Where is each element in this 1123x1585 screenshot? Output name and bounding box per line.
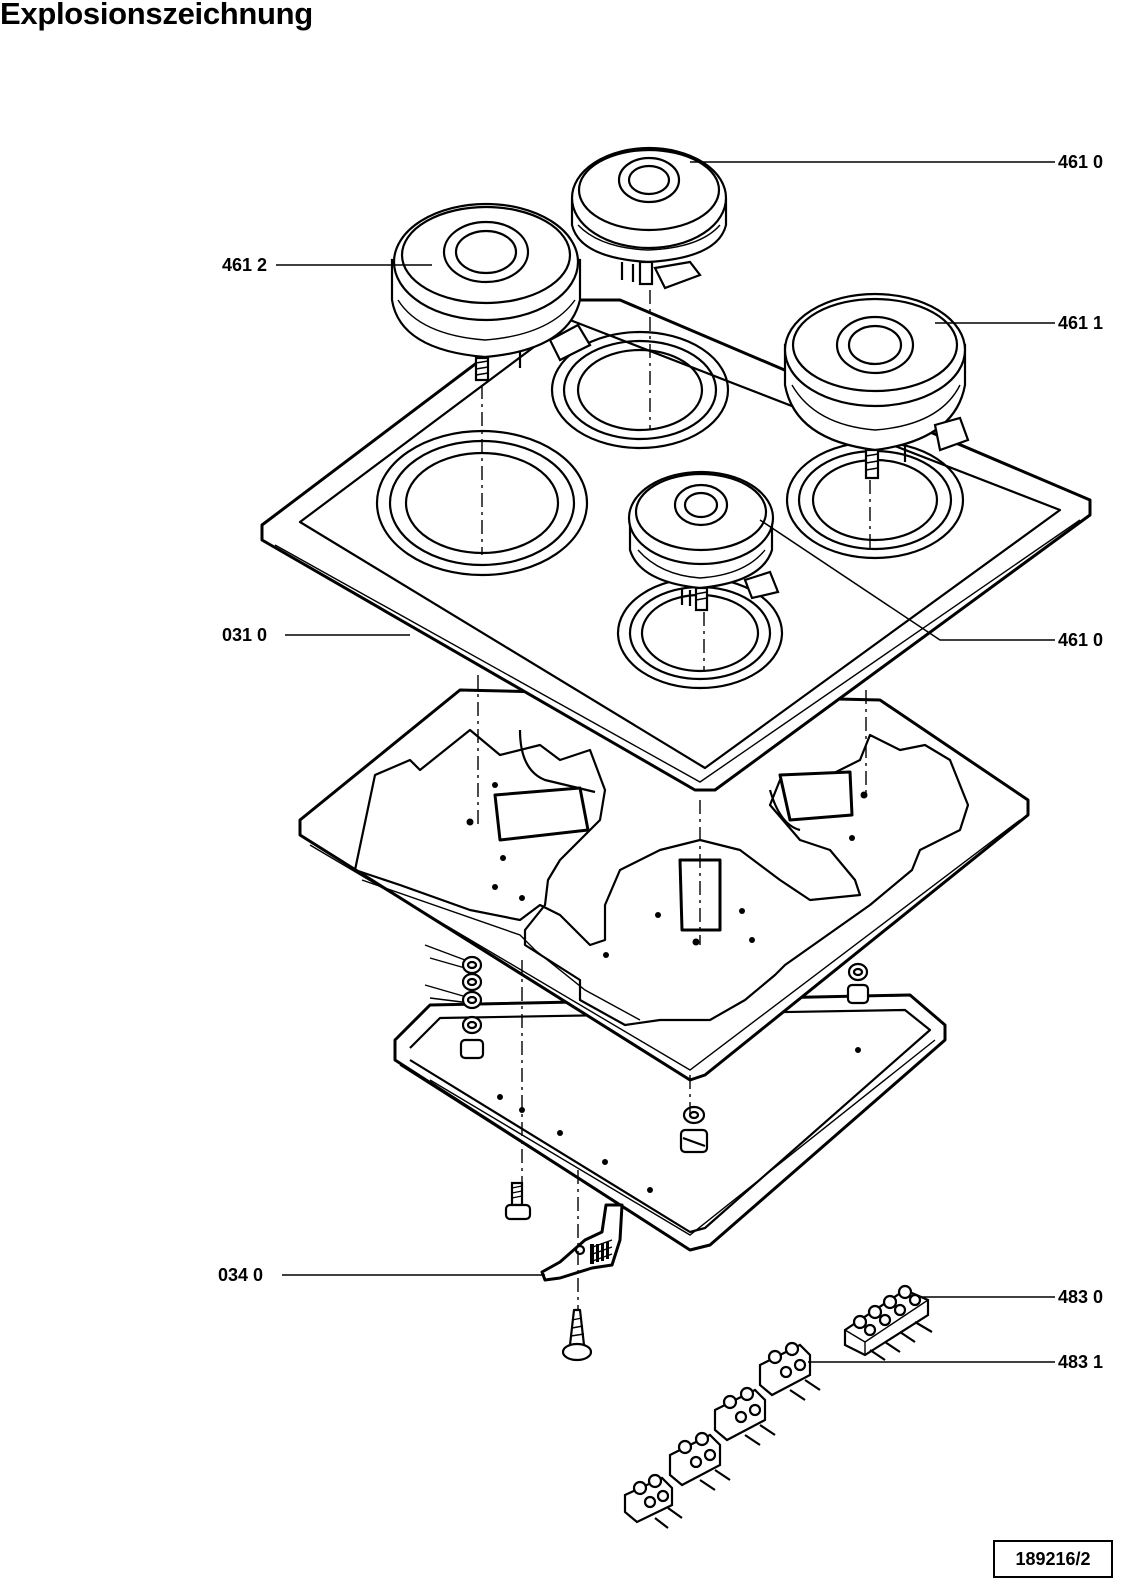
- burner-right: [783, 292, 970, 480]
- label-cooktop-plate: 031 0: [222, 625, 267, 645]
- mounting-bracket: [540, 1203, 624, 1282]
- burner-left: [390, 202, 592, 382]
- drawing-number: 189216/2: [993, 1540, 1113, 1578]
- assembly-axes: [477, 290, 871, 1310]
- page-title: Explosionszeichnung: [0, 0, 313, 31]
- label-burner-rear: 461 0: [1058, 152, 1103, 172]
- label-bracket: 034 0: [218, 1265, 263, 1285]
- screw-nut-set-right: [846, 962, 870, 1005]
- terminal-block-483-1: [623, 1341, 821, 1529]
- leader-lines: [276, 161, 1055, 1363]
- terminal-block-483-0: [843, 1284, 933, 1361]
- label-burner-front: 461 0: [1058, 630, 1103, 650]
- screw-nut-set-center: [679, 1105, 709, 1154]
- burner-rear: [570, 146, 728, 290]
- label-terminal-block-b: 483 1: [1058, 1352, 1103, 1372]
- mounting-frame: [298, 688, 1030, 1082]
- long-screw: [561, 1308, 593, 1362]
- label-burner-right: 461 1: [1058, 313, 1103, 333]
- label-terminal-block-a: 483 0: [1058, 1287, 1103, 1307]
- screw-nut-set-left: [424, 944, 485, 1060]
- burner-front: [627, 470, 780, 612]
- bolt: [504, 1181, 532, 1221]
- label-burner-left: 461 2: [222, 255, 267, 275]
